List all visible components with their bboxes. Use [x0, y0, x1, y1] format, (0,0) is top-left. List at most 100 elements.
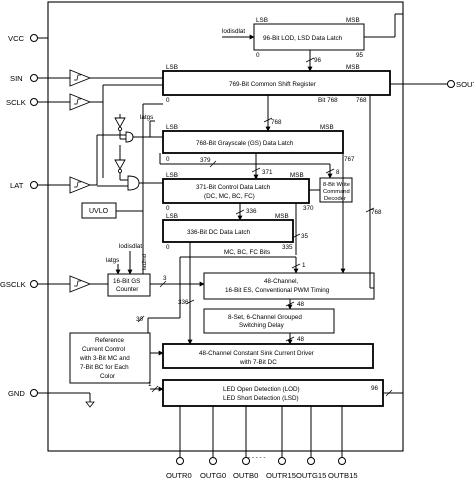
- control-latch-label-2: (DC, MC, BC, FC): [204, 193, 255, 200]
- pin-sin-terminal: [30, 74, 38, 82]
- svg-text:336: 336: [178, 299, 189, 306]
- svg-text:16-Bit GS: 16-Bit GS: [113, 278, 140, 285]
- dc-latch-label: 336-Bit DC Data Latch: [187, 229, 250, 236]
- svg-text:LED Open Detection (LOD): LED Open Detection (LOD): [223, 386, 300, 393]
- svg-text:0: 0: [166, 97, 170, 104]
- constant-sink-current-driver: 48-Channel Constant Sink Current Driver …: [162, 343, 374, 369]
- svg-text:336: 336: [246, 208, 257, 215]
- pin-lat-terminal: [30, 181, 38, 189]
- svg-text:LSB: LSB: [256, 17, 268, 24]
- output-lines: [176, 406, 346, 465]
- svg-text:LSB: LSB: [166, 124, 178, 131]
- svg-text:MSB: MSB: [275, 213, 289, 220]
- svg-text:767: 767: [344, 156, 355, 163]
- pin-gnd: GND: [8, 389, 95, 408]
- svg-text:LSB: LSB: [166, 64, 178, 71]
- svg-text:Reference: Reference: [95, 337, 125, 344]
- svg-text:370: 370: [303, 205, 314, 212]
- outputs-ellipsis: - - - - -: [248, 454, 265, 461]
- pin-sout: SOUT: [390, 80, 474, 89]
- svg-text:0: 0: [256, 52, 260, 59]
- svg-text:35: 35: [301, 233, 309, 240]
- pin-lat-label: LAT: [10, 181, 24, 190]
- reference-current-control: Reference Current Control with 3-Bit MC …: [69, 332, 151, 384]
- uvlo-block: UVLO: [81, 202, 117, 219]
- pin-sin-label: SIN: [10, 74, 23, 83]
- svg-text:768: 768: [271, 119, 282, 126]
- sclk-buffer: [69, 84, 163, 178]
- outr15-terminal: [278, 457, 286, 465]
- pin-outr0-label: OUTR0: [166, 471, 192, 480]
- lod-latch-label: 96-Bit LOD, LSD Data Latch: [263, 35, 343, 42]
- svg-text:1: 1: [148, 381, 152, 388]
- switching-delay-block: 8-Set, 6-Channel Grouped Switching Delay: [203, 308, 335, 334]
- svg-text:Switching Delay: Switching Delay: [239, 322, 285, 329]
- latch-logic-gates: [114, 117, 140, 191]
- latgs-mid-label: latgs: [106, 257, 119, 264]
- pin-sclk-label: SCLK: [6, 98, 26, 107]
- outg0-terminal: [209, 457, 217, 465]
- gsclk-buffer: [69, 275, 108, 293]
- shift-register-label: 769-Bit Common Shift Register: [229, 81, 316, 88]
- svg-text:8-Set, 6-Channel Grouped: 8-Set, 6-Channel Grouped: [228, 314, 302, 321]
- svg-text:0: 0: [166, 156, 170, 163]
- svg-text:Current Control: Current Control: [82, 346, 125, 353]
- svg-text:7-Bit BC for Each: 7-Bit BC for Each: [80, 364, 129, 371]
- lat-buffer: [69, 135, 98, 194]
- mc-bc-fc-label: MC, BC, FC Bits: [224, 249, 270, 256]
- svg-text:8: 8: [336, 169, 340, 176]
- uvlo-label: UVLO: [89, 208, 109, 215]
- svg-text:96: 96: [314, 57, 322, 64]
- svg-text:379: 379: [200, 157, 211, 164]
- pin-gsclk-label: GSCLK: [0, 280, 26, 289]
- pin-outg0-label: OUTG0: [200, 471, 226, 480]
- iodisdlat-mid-label: lodisdlat: [119, 243, 142, 250]
- svg-text:8-Bit Write: 8-Bit Write: [323, 182, 350, 188]
- svg-text:768: 768: [356, 97, 367, 104]
- pin-sout-label: SOUT: [456, 80, 474, 89]
- pin-gsclk-terminal: [30, 280, 38, 288]
- control-data-latch: LSB MSB 371-Bit Control Data Latch (DC, …: [162, 172, 314, 212]
- grayscale-data-latch: LSB MSB 768-Bit Grayscale (GS) Data Latc…: [162, 124, 355, 163]
- outb15-terminal: [338, 457, 346, 465]
- pin-sout-terminal: [447, 80, 455, 88]
- pin-outg15-label: OUTG15: [296, 471, 326, 480]
- svg-text:48-Channel Constant Sink Curre: 48-Channel Constant Sink Current Driver: [199, 350, 314, 357]
- pin-vcc-label: VCC: [8, 34, 25, 43]
- svg-text:16-Bit ES, Conventional PWM Ti: 16-Bit ES, Conventional PWM Timing: [225, 287, 330, 294]
- svg-text:768: 768: [371, 209, 382, 216]
- svg-text:0: 0: [166, 205, 170, 212]
- pin-gnd-label: GND: [8, 389, 25, 398]
- pin-lat: LAT: [10, 181, 70, 190]
- svg-text:LSB: LSB: [166, 172, 178, 179]
- svg-text:LED Short Detection (LSD): LED Short Detection (LSD): [223, 395, 299, 402]
- svg-text:96: 96: [371, 385, 379, 392]
- svg-text:371: 371: [262, 169, 273, 176]
- pwm-timing-block: 48-Channel, 16-Bit ES, Conventional PWM …: [203, 272, 375, 300]
- control-latch-label-1: 371-Bit Control Data Latch: [196, 184, 271, 191]
- gs-counter: 16-Bit GS Counter: [107, 273, 151, 297]
- outb0-terminal: [242, 457, 250, 465]
- pin-outb15-label: OUTB15: [328, 471, 358, 480]
- svg-text:48-Channel,: 48-Channel,: [264, 278, 299, 285]
- pin-vcc-terminal: [30, 34, 38, 42]
- svg-text:LSB: LSB: [166, 213, 178, 220]
- svg-text:48: 48: [297, 301, 305, 308]
- svg-text:MSB: MSB: [346, 17, 360, 24]
- pin-gsclk: GSCLK: [0, 280, 70, 289]
- pin-outb0-label: OUTB0: [233, 471, 258, 480]
- pin-gnd-terminal: [30, 389, 38, 397]
- sin-buffer: [69, 69, 163, 87]
- svg-text:with 3-Bit MC and: with 3-Bit MC and: [79, 355, 130, 362]
- dc-data-latch: LSB MSB 336-Bit DC Data Latch 0 335: [162, 213, 294, 251]
- svg-text:3: 3: [163, 275, 167, 282]
- iodisdlat-top-label: lodisdlat: [222, 28, 245, 35]
- pin-sclk: SCLK: [6, 98, 70, 107]
- led-detection-block: LED Open Detection (LOD) LED Short Detec…: [162, 379, 384, 407]
- ground-symbol-icon: [85, 401, 95, 408]
- lod-lsd-data-latch: LSB MSB 96-Bit LOD, LSD Data Latch 0 95: [253, 17, 365, 59]
- pin-vcc: VCC: [8, 34, 48, 43]
- gs-latch-label: 768-Bit Grayscale (GS) Data Latch: [196, 140, 294, 147]
- svg-text:MSB: MSB: [290, 172, 304, 179]
